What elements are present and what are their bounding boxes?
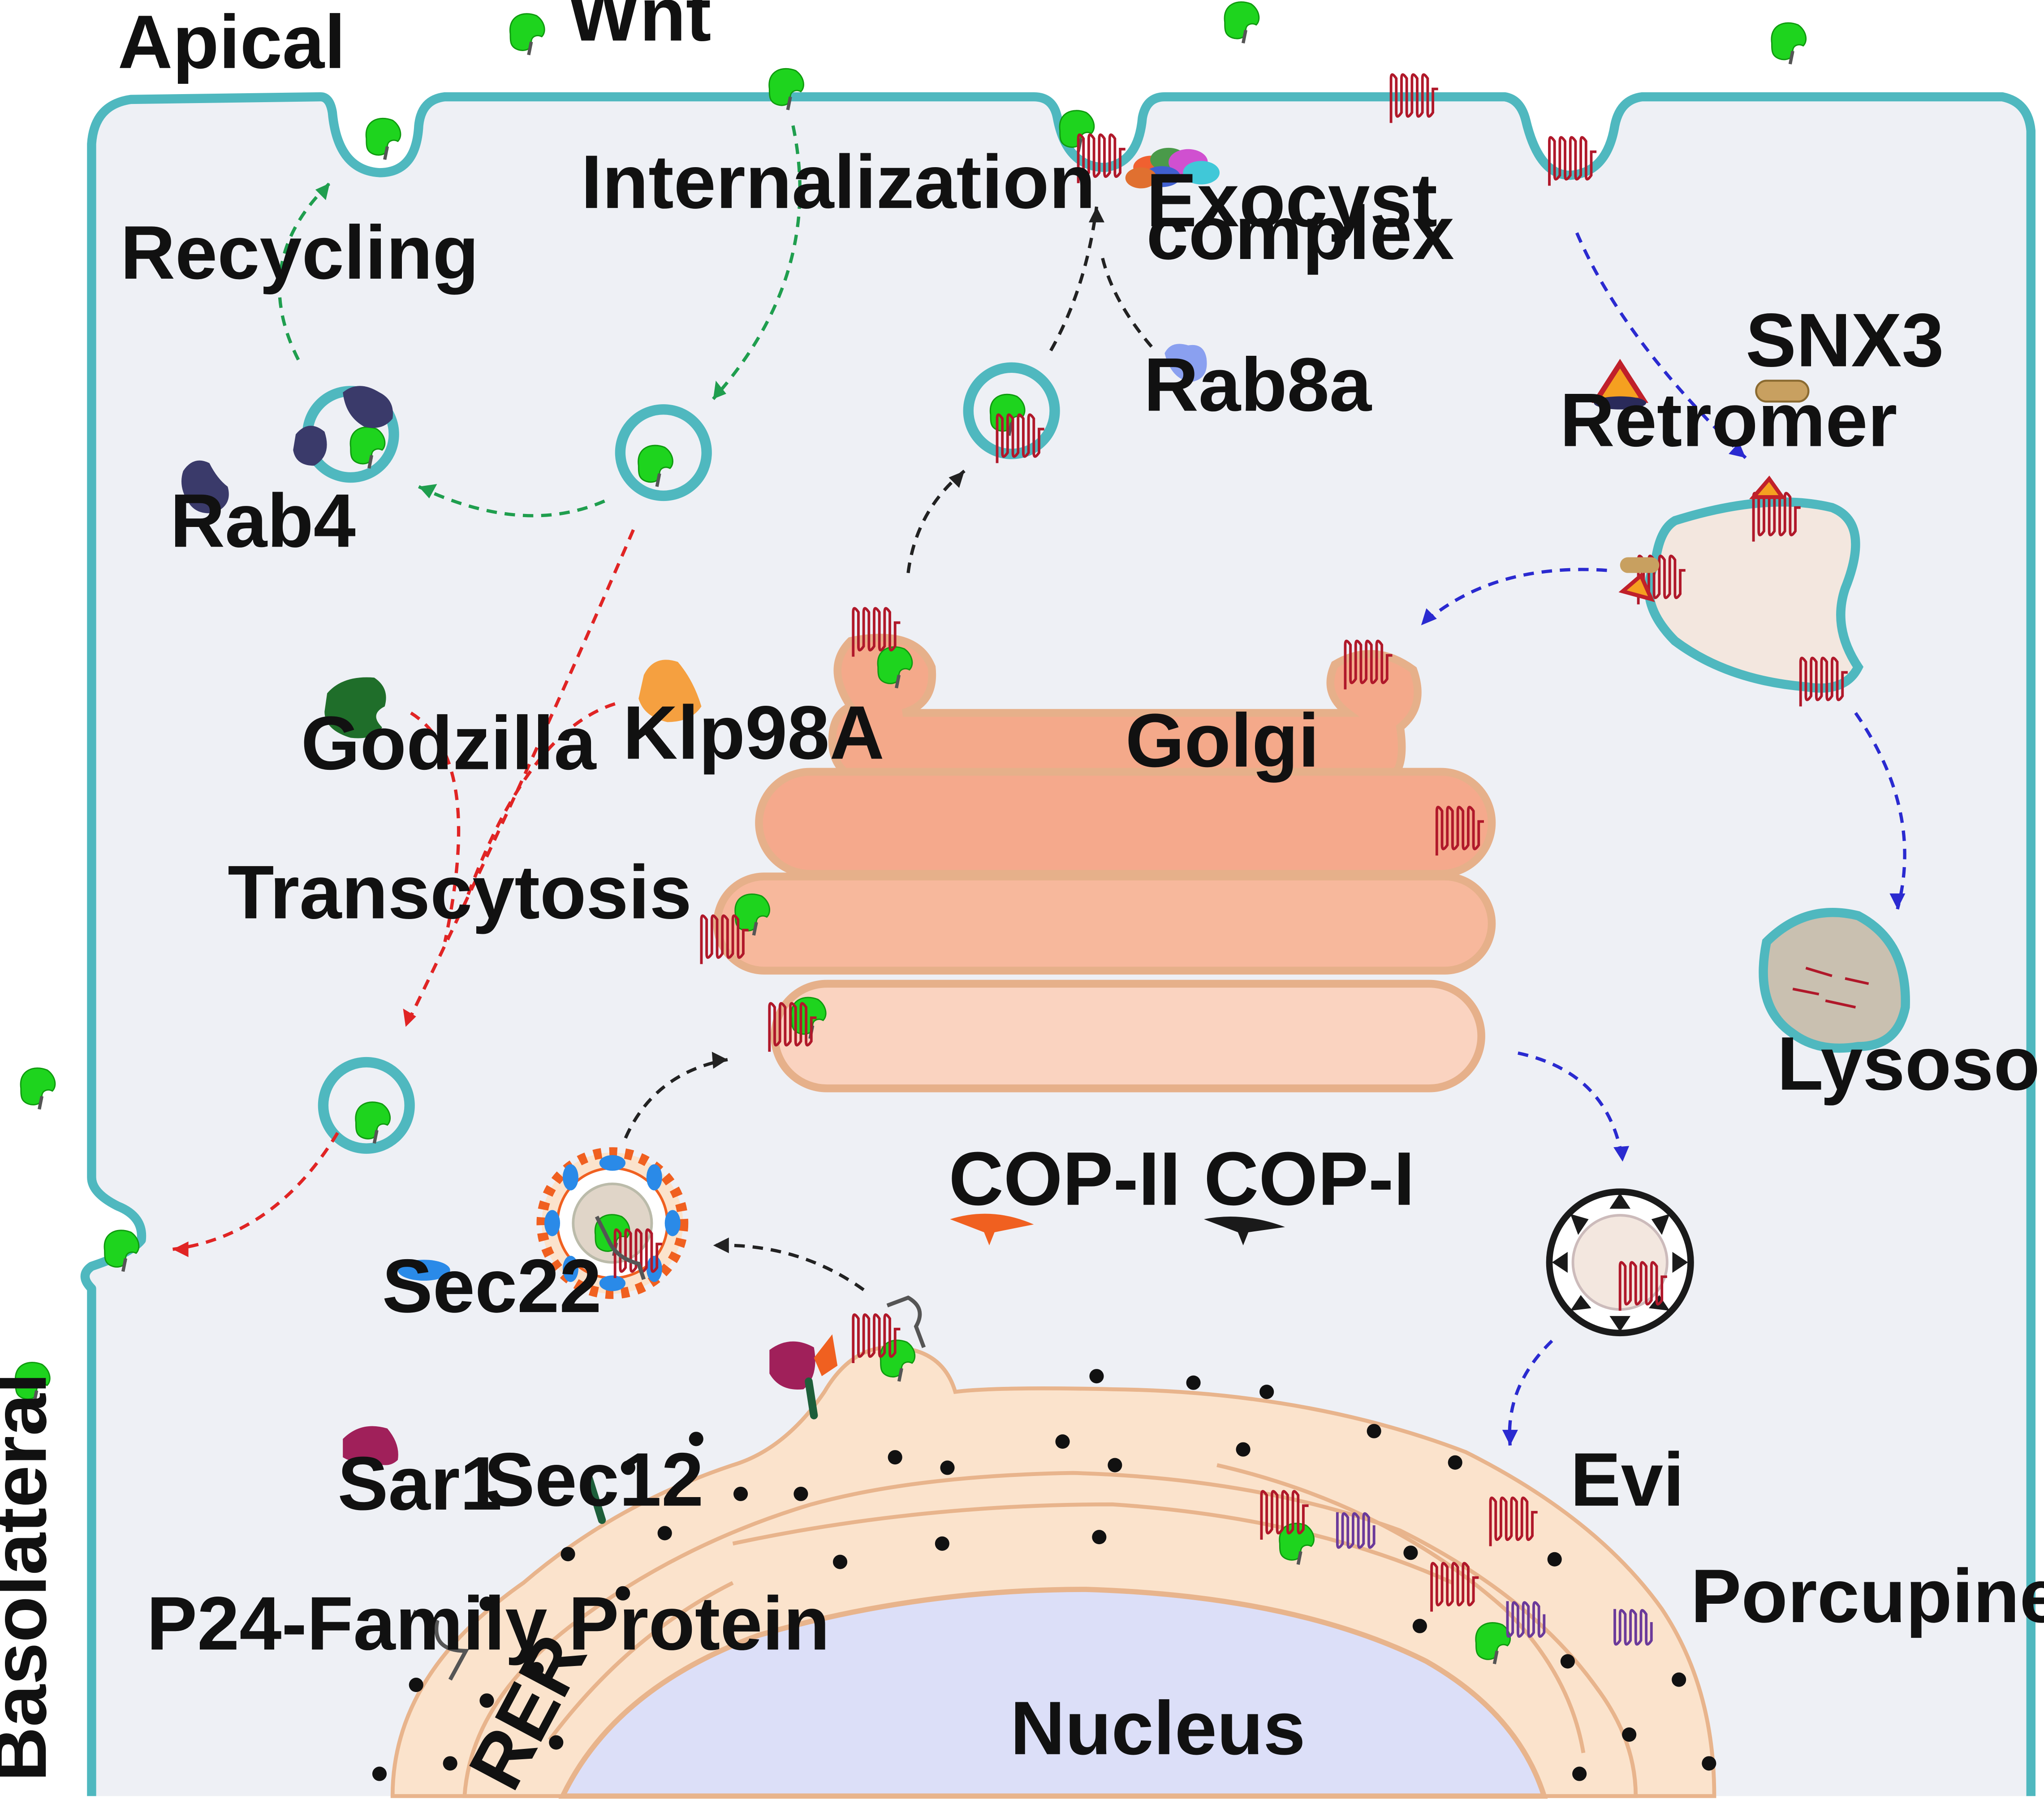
rab4-label: Rab4	[170, 478, 356, 563]
p24-on-er-icon	[886, 1295, 926, 1348]
copii-coat-icon	[950, 1213, 1034, 1246]
exocyst-label-line2: complex	[1146, 190, 1454, 275]
sar1-on-er-icon	[769, 1341, 815, 1390]
klp98a-arrow	[459, 702, 616, 916]
klp98a-label: Klp98A	[623, 690, 884, 775]
copi-coat-icon	[1203, 1216, 1285, 1246]
arrowheads	[172, 183, 1906, 1446]
sar1-icon	[343, 1426, 398, 1465]
p24-in-copii-icon	[595, 1216, 646, 1280]
p24-icon	[413, 1610, 470, 1681]
recycling-arrow	[278, 182, 331, 361]
copii-to-golgi-arrow	[624, 1058, 728, 1139]
sec12-label: Sec12	[484, 1437, 704, 1522]
evi-label: Evi	[1570, 1437, 1684, 1522]
sec12-icon	[585, 1474, 606, 1524]
copii-label: COP-II	[949, 1136, 1181, 1221]
endosome-to-recycling-arrow	[418, 485, 605, 518]
sec22-label: Sec22	[382, 1243, 602, 1328]
golgi-cisterna-3	[713, 872, 1496, 975]
sar1-label: Sar1	[338, 1441, 502, 1526]
retromer-snx3-on-endosome	[1618, 475, 1786, 602]
rab4-icon	[181, 386, 393, 514]
porcupine-label: Porcupine	[1690, 1554, 2044, 1638]
nucleus	[558, 1587, 1548, 1799]
golgi-cisterna-4	[771, 980, 1485, 1092]
sec22-icon	[397, 1260, 450, 1281]
lysosome	[1759, 908, 1910, 1053]
retromer-label: Retromer	[1560, 378, 1897, 462]
godzilla-arrow	[410, 711, 461, 942]
vesicle-to-membrane-arrow	[1049, 206, 1099, 352]
exocyst-label-line1: Exocyst	[1146, 158, 1437, 242]
snx3-icon	[1755, 380, 1810, 403]
sec12-on-er-icon	[805, 1377, 818, 1420]
nucleus-label: Nucleus	[1010, 1686, 1306, 1770]
copii-on-er-icon	[814, 1334, 838, 1377]
recycling-label: Recycling	[121, 210, 479, 295]
p24-label: P24-Family Protein	[147, 1581, 830, 1666]
golgi-label: Golgi	[1125, 698, 1320, 783]
klp98a-icon	[638, 660, 702, 722]
er-to-copii-arrow	[713, 1243, 865, 1291]
exocyst-complex-icon	[1125, 147, 1220, 189]
golgi-cisterna-2	[755, 768, 1496, 878]
rab8a-icon	[1164, 344, 1207, 382]
degraded-evi-fragments	[1792, 967, 1869, 1009]
snx3-label: SNX3	[1746, 298, 1944, 382]
retromer-to-golgi-arrow	[1420, 568, 1607, 627]
retromer-icon	[1591, 358, 1648, 410]
copi-label: COP-I	[1204, 1136, 1415, 1221]
apical-label: Apical	[118, 0, 345, 84]
wnt-label: Wnt	[568, 0, 712, 56]
golgi-cisterna-1	[828, 634, 1422, 786]
godzilla-label: Godzilla	[301, 701, 597, 786]
rab8a-label: Rab8a	[1144, 342, 1372, 427]
transcytosis-label: Transcytosis	[228, 850, 692, 934]
rer-cisterna-c	[1216, 1463, 1586, 1753]
internalization-label: Internalization	[581, 139, 1095, 224]
basolateral-label: Basolateral	[0, 1373, 62, 1782]
golgi-to-vesicle-arrow	[906, 470, 966, 574]
golgi-to-copi-arrow	[1518, 1051, 1625, 1162]
rer-cisterna-b	[548, 1581, 734, 1741]
internalization-arrow	[712, 125, 802, 400]
transcytosis-arrow	[404, 529, 635, 1028]
rab8a-arrow	[1100, 255, 1153, 348]
godzilla-icon	[324, 677, 386, 738]
lysosome-label: Lysosome	[1777, 1021, 2044, 1106]
